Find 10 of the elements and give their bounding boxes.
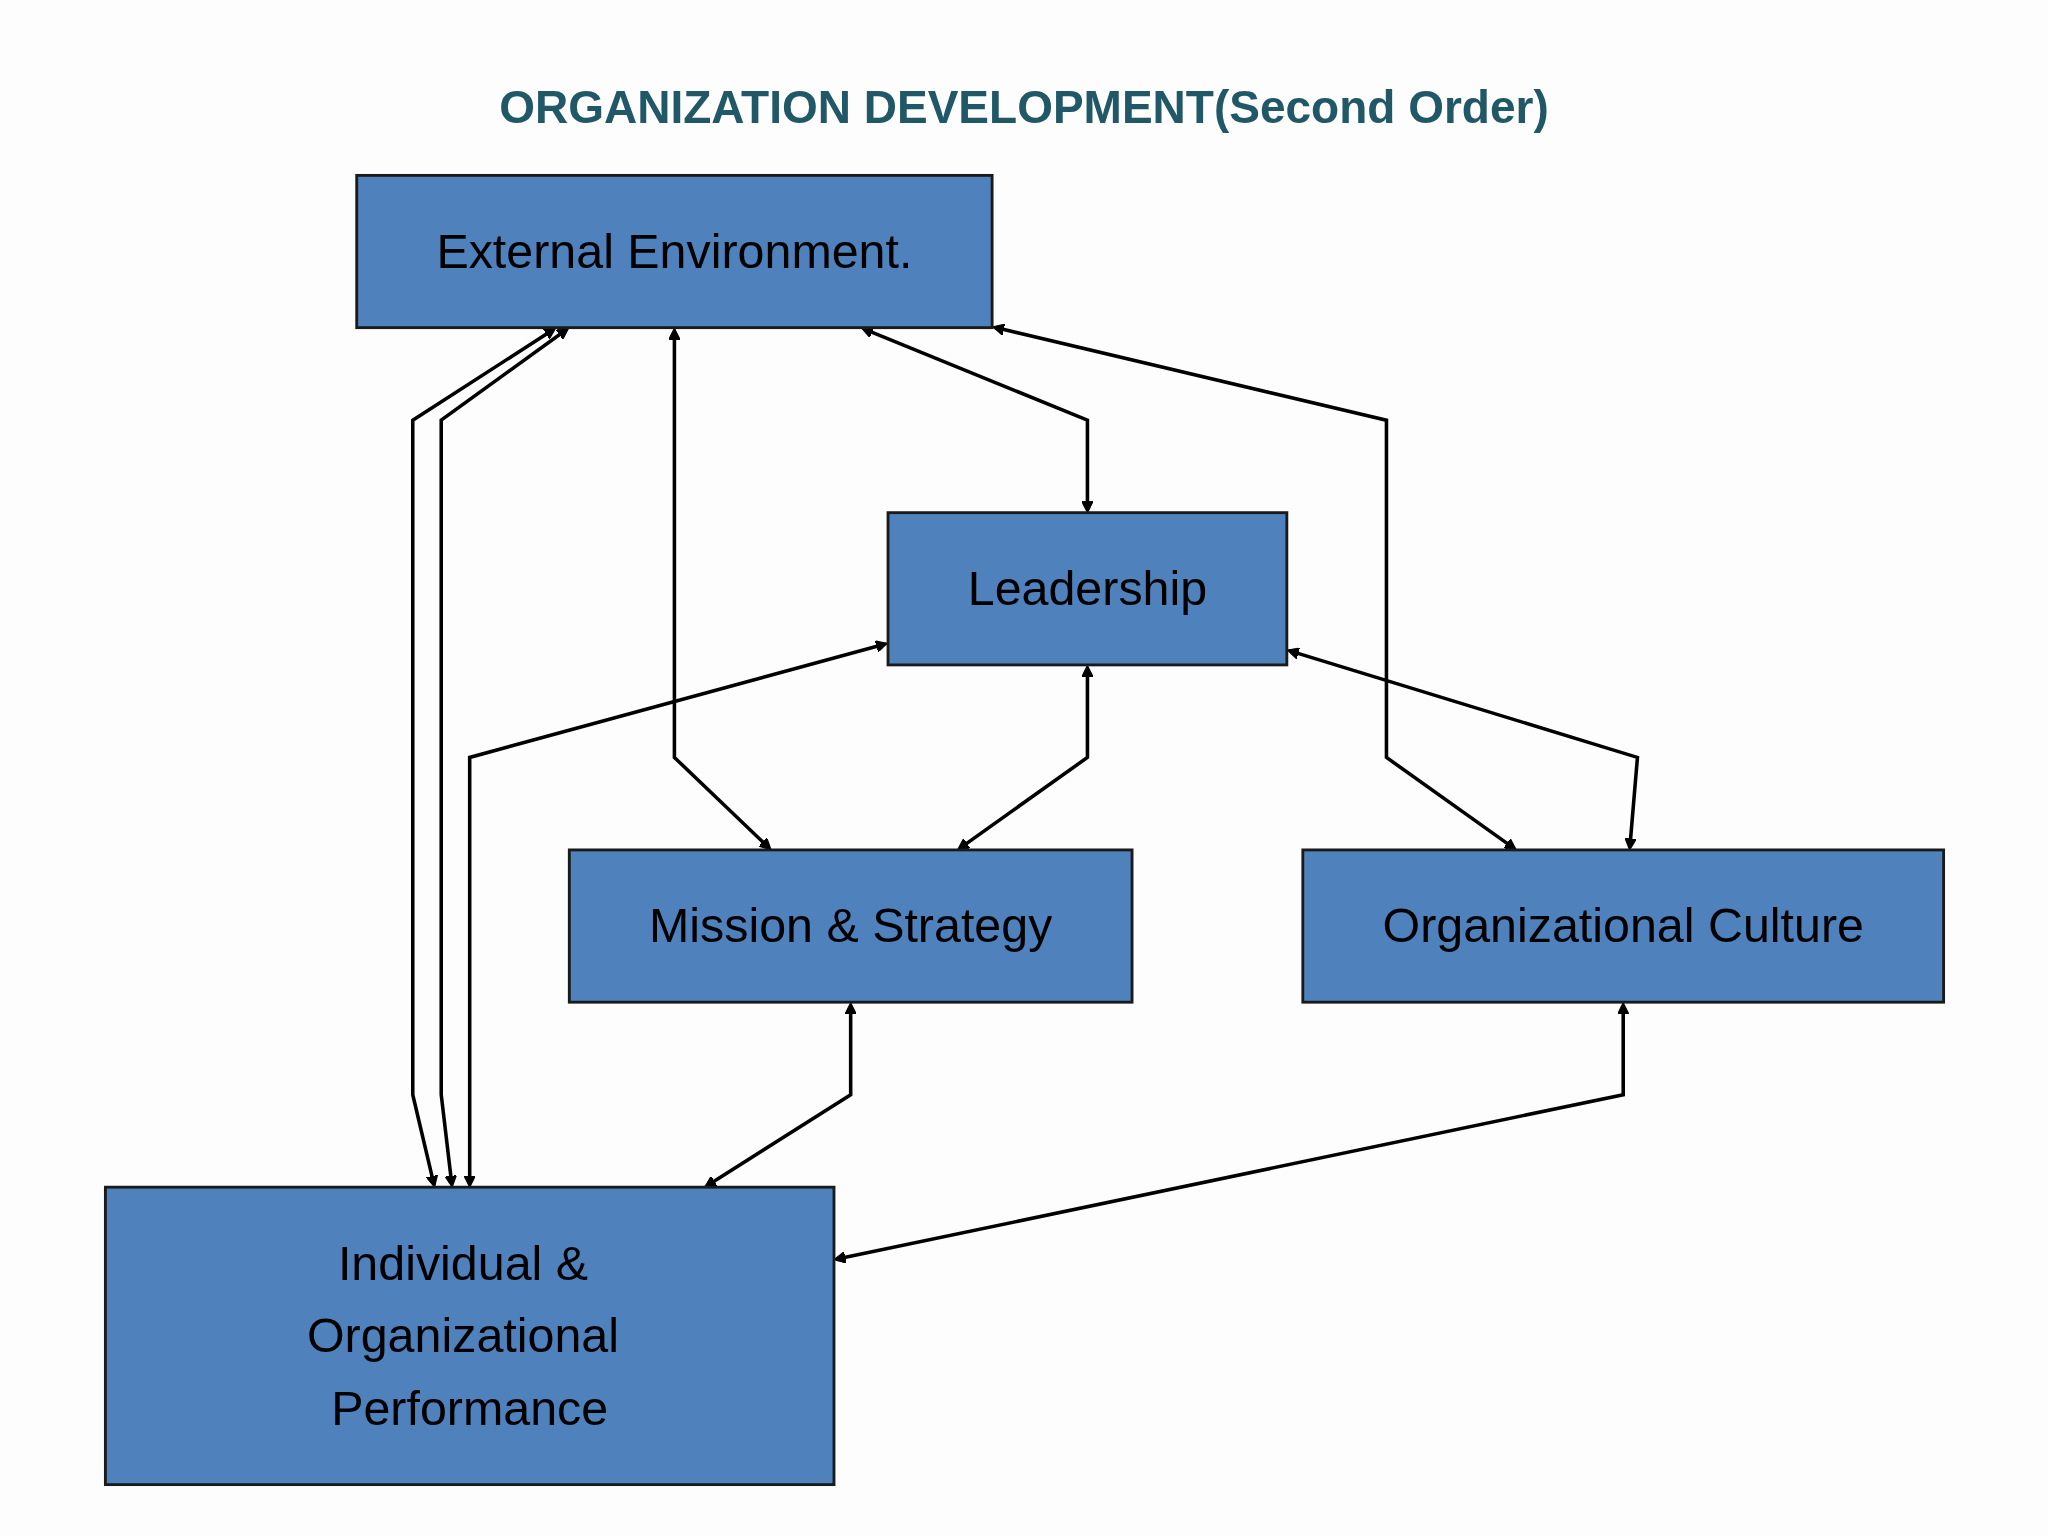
arrow (438, 327, 569, 1188)
node-box: Individual & Organizational Performance (103, 1185, 835, 1487)
arrow (462, 640, 888, 1188)
node-box: Leadership (886, 511, 1288, 667)
arrow (703, 1002, 857, 1188)
node-box: External Environment. (354, 173, 994, 330)
arrow (410, 327, 556, 1188)
node-box: Organizational Culture (1300, 848, 1945, 1004)
node-box: Mission & Strategy (567, 848, 1133, 1004)
diagram-title: ORGANIZATION DEVELOPMENT(Second Order) (499, 80, 1549, 134)
